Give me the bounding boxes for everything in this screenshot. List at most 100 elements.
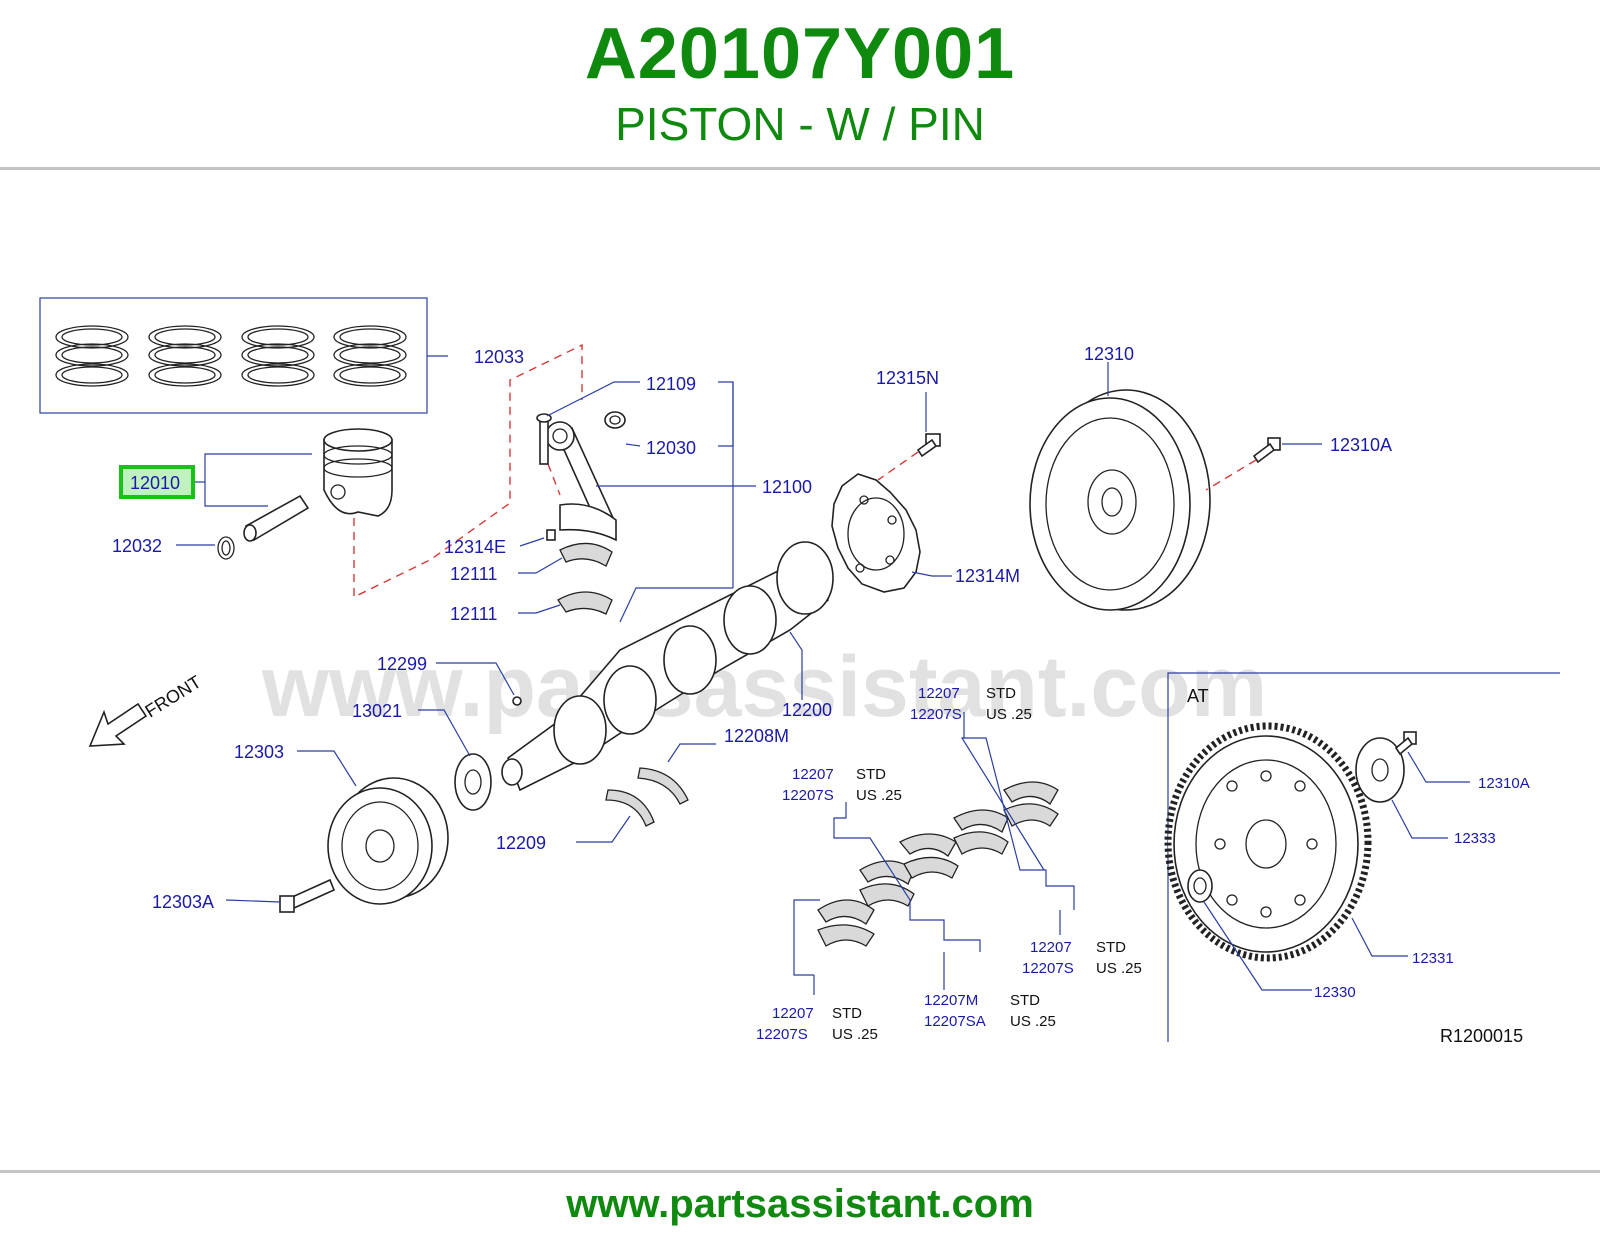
rod-bearing-upper xyxy=(559,542,613,567)
header-divider xyxy=(0,167,1600,170)
bearing-5-part-us: 12207S xyxy=(756,1026,808,1043)
leader-12331 xyxy=(1351,917,1408,957)
bearing-group-1: 12207 STD 12207S US .25 xyxy=(910,685,1032,723)
bearing-2-spec-us: US .25 xyxy=(856,787,902,804)
crankshaft xyxy=(501,541,834,792)
leader-12314M xyxy=(911,571,952,577)
bearing-5-part: 12207 xyxy=(772,1005,814,1022)
flywheel xyxy=(1029,389,1211,611)
label-12033: 12033 xyxy=(474,347,524,367)
leader-12111-a xyxy=(518,557,563,574)
snap-ring xyxy=(217,536,235,560)
rod-bearing-lower xyxy=(557,591,613,615)
spacer-12330 xyxy=(1187,869,1213,903)
bearing-4-spec-us: US .25 xyxy=(1010,1013,1056,1030)
drive-plate xyxy=(1164,722,1372,962)
bearing-2-part-us: 12207S xyxy=(782,787,834,804)
bracket-12100 xyxy=(718,381,734,447)
dowel-12314E xyxy=(546,529,556,541)
thrust-washer-upper xyxy=(637,767,689,805)
reference-code: R1200015 xyxy=(1440,1026,1523,1046)
leader-12299 xyxy=(436,662,515,696)
label-12208M: 12208M xyxy=(724,726,789,746)
highlight-box-12010[interactable] xyxy=(119,465,195,499)
label-12315N: 12315N xyxy=(876,368,939,388)
leader-12100-cap xyxy=(619,587,733,623)
bracket-bearing-1b xyxy=(960,737,1045,871)
piston-pin xyxy=(243,494,310,542)
piston-ring-set-box xyxy=(39,297,428,414)
bearing-1-spec-us: US .25 xyxy=(986,706,1032,723)
bearing-group-4: 12207M STD 12207SA US .25 xyxy=(924,992,1056,1030)
assembly-dash-bolt xyxy=(547,463,561,496)
bracket-bearing-1 xyxy=(963,712,1075,910)
label-12314E: 12314E xyxy=(444,537,506,557)
bearing-group-2: 12207 STD 12207S US .25 xyxy=(782,766,902,804)
leader-12303 xyxy=(297,750,357,787)
piston-ring-set xyxy=(55,325,407,387)
bearing-3-spec: STD xyxy=(1096,939,1126,956)
bolt-12315N xyxy=(916,433,941,458)
bearing-1-part-us: 12207S xyxy=(910,706,962,723)
bearing-3-spec-us: US .25 xyxy=(1096,960,1142,977)
label-12314M: 12314M xyxy=(955,566,1020,586)
label-12333: 12333 xyxy=(1454,830,1496,847)
leader-12303A xyxy=(225,899,281,903)
bearing-3-part: 12207 xyxy=(1030,939,1072,956)
bearing-4-part-us: 12207SA xyxy=(924,1013,986,1030)
front-label: FRONT xyxy=(142,672,205,722)
at-bolt xyxy=(1394,731,1417,756)
leader-12333 xyxy=(1391,799,1448,839)
footer-url[interactable]: www.partsassistant.com xyxy=(566,1182,1034,1226)
leader-13021 xyxy=(418,709,471,757)
label-12303A: 12303A xyxy=(152,892,214,912)
label-12209: 12209 xyxy=(496,833,546,853)
rod-bushing xyxy=(604,411,626,429)
bearing-2-spec: STD xyxy=(856,766,886,783)
watermark-text: www.partsassistant.com xyxy=(261,639,1267,735)
footer-divider xyxy=(0,1170,1600,1173)
label-12030: 12030 xyxy=(646,438,696,458)
part-description: PISTON - W / PIN xyxy=(615,98,985,150)
bearing-group-3: 12207 STD 12207S US .25 xyxy=(1022,939,1142,977)
signal-plate xyxy=(831,473,921,593)
leader-12109 xyxy=(546,381,640,417)
key-12299 xyxy=(512,696,522,706)
label-12200: 12200 xyxy=(782,700,832,720)
label-12303: 12303 xyxy=(234,742,284,762)
bearing-4-spec: STD xyxy=(1010,992,1040,1009)
bearing-2-part: 12207 xyxy=(792,766,834,783)
leader-12208M xyxy=(667,743,716,763)
crank-sprocket xyxy=(454,753,492,811)
dash-12310A xyxy=(1205,459,1257,491)
label-12331: 12331 xyxy=(1412,950,1454,967)
assembly-dash-line xyxy=(353,343,583,599)
label-12010[interactable]: 12010 xyxy=(130,473,180,493)
bearing-1-part: 12207 xyxy=(918,685,960,702)
leader-12209 xyxy=(576,815,631,843)
leader-12200 xyxy=(789,631,803,700)
label-12111-a: 12111 xyxy=(450,564,497,584)
leader-12111-b xyxy=(518,604,561,614)
leader-12010 xyxy=(204,453,312,507)
at-inset-frame xyxy=(1167,672,1560,1042)
label-13021: 13021 xyxy=(352,701,402,721)
label-12111-b: 12111 xyxy=(450,604,497,624)
thrust-washer-lower xyxy=(605,789,655,827)
label-12330: 12330 xyxy=(1314,984,1356,1001)
part-number-title: A20107Y001 xyxy=(584,14,1016,94)
reinforcement-plate xyxy=(1355,737,1405,803)
label-12299: 12299 xyxy=(377,654,427,674)
bearing-5-spec: STD xyxy=(832,1005,862,1022)
bearing-5-spec-us: US .25 xyxy=(832,1026,878,1043)
bearing-group-5: 12207 STD 12207S US .25 xyxy=(756,1005,878,1043)
page-header: A20107Y001 PISTON - W / PIN xyxy=(0,0,1600,170)
label-12310A-at: 12310A xyxy=(1478,775,1530,792)
bearing-1-spec: STD xyxy=(986,685,1016,702)
leader-12330 xyxy=(1203,901,1312,991)
dash-12315N xyxy=(877,451,919,481)
at-label: AT xyxy=(1187,686,1209,706)
flywheel-bolt xyxy=(1252,437,1281,464)
leader-12030 xyxy=(625,443,641,447)
bearing-3-part-us: 12207S xyxy=(1022,960,1074,977)
